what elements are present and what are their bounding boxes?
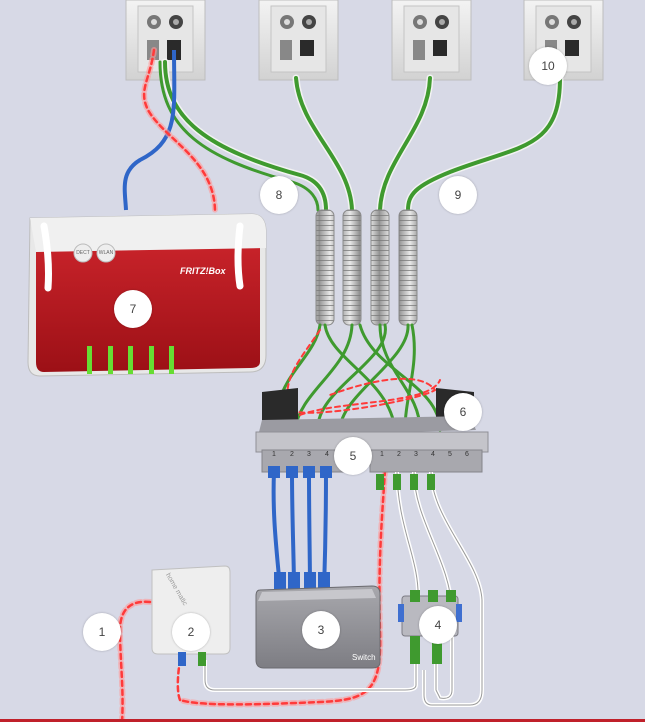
- port-label: 4: [431, 451, 435, 458]
- port-label: 1: [380, 451, 384, 458]
- bottom-red-line: [0, 719, 645, 722]
- router-brand: FRITZ!Box: [180, 266, 226, 276]
- badge-1: 1: [83, 613, 121, 651]
- badge-4: 4: [419, 606, 457, 644]
- port-label: 3: [307, 451, 311, 458]
- blue-cable-router: [122, 49, 177, 211]
- port-label: 5: [448, 451, 452, 458]
- badge-5: 5: [334, 437, 372, 475]
- red-dashed-cables: [116, 47, 388, 722]
- wlan-button-label: WLAN: [98, 250, 114, 256]
- switch-label: Switch: [352, 653, 376, 662]
- badge-7: 7: [114, 290, 152, 328]
- badge-9: 9: [439, 176, 477, 214]
- port-label: 6: [465, 451, 469, 458]
- homematic-device: [151, 565, 231, 666]
- port-label: 2: [290, 451, 294, 458]
- badge-3: 3: [302, 611, 340, 649]
- green-cables-top: [158, 58, 564, 214]
- crossing-cables: [275, 323, 442, 432]
- wall-outlet-3: [391, 0, 472, 81]
- green-coax-plugs: [376, 474, 435, 490]
- conduits: [315, 209, 418, 326]
- badge-8: 8: [260, 176, 298, 214]
- badge-2: 2: [172, 613, 210, 651]
- dect-button-label: DECT: [76, 250, 90, 256]
- port-label: 1: [272, 451, 276, 458]
- port-label: 4: [325, 451, 329, 458]
- badge-10: 10: [529, 47, 567, 85]
- blue-plugs: [268, 466, 332, 590]
- port-label: 2: [397, 451, 401, 458]
- fritzbox-router: [27, 213, 267, 377]
- wall-outlet-2: [258, 0, 339, 81]
- badge-6: 6: [444, 393, 482, 431]
- port-label: 3: [414, 451, 418, 458]
- wall-outlet-1: [125, 0, 206, 81]
